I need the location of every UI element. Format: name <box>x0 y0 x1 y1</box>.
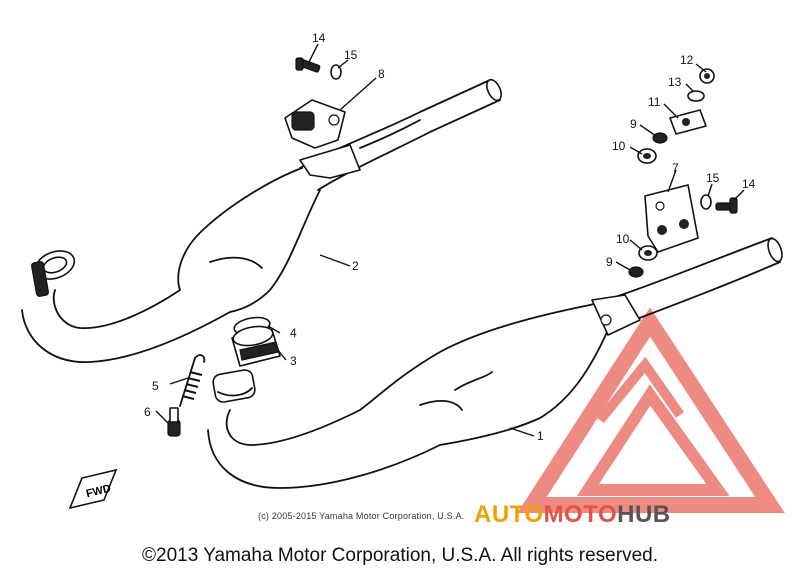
fwd-label: FWD <box>85 483 112 501</box>
collar-part-9-upper <box>652 132 668 144</box>
watermark-moto: MOTO <box>543 501 618 528</box>
watermark-logo <box>517 307 785 513</box>
grommet-part-10-upper <box>637 148 657 164</box>
callout-11: 11 <box>648 95 661 109</box>
fwd-arrow: FWD <box>68 468 118 510</box>
washer-15-right <box>700 194 712 210</box>
nut-part-12 <box>699 68 715 84</box>
watermark-hub: HUB <box>617 501 671 528</box>
callout-2: 2 <box>352 259 359 273</box>
callout-15-upper: 15 <box>344 48 358 62</box>
callout-10-upper: 10 <box>612 139 626 153</box>
callout-1: 1 <box>537 429 544 443</box>
callout-numbers: 14 15 8 2 4 3 5 6 1 12 13 11 9 10 7 15 1… <box>144 31 756 443</box>
callout-8: 8 <box>378 67 385 81</box>
damper-part-11 <box>669 109 707 135</box>
stay-part-7 <box>644 184 699 253</box>
bolt-14-upper <box>295 57 321 73</box>
callout-7: 7 <box>672 161 679 175</box>
watermark-text: AUTOMOTOHUB <box>474 501 671 529</box>
callout-4: 4 <box>290 326 297 340</box>
bolt-14-right <box>715 197 738 214</box>
joint-part-3 <box>231 325 281 367</box>
screw-part-6 <box>167 407 181 437</box>
callout-9-lower: 9 <box>606 255 613 269</box>
grommet-part-10-lower <box>638 245 658 261</box>
callout-12: 12 <box>680 53 694 67</box>
callout-10-lower: 10 <box>616 232 630 246</box>
leader-lines <box>155 43 745 437</box>
upper-muffler-part-2 <box>21 78 502 363</box>
footer-copyright: ©2013 Yamaha Motor Corporation, U.S.A. A… <box>142 545 658 566</box>
callout-3: 3 <box>290 354 297 368</box>
diagram-inner-copyright: (c) 2005-2015 Yamaha Motor Corporation, … <box>258 511 465 521</box>
watermark-auto: AUTO <box>474 501 544 528</box>
callout-15-right: 15 <box>706 171 720 185</box>
bracket-part-8 <box>284 99 346 149</box>
callout-14-right: 14 <box>742 177 756 191</box>
collar-part-9-lower <box>628 266 644 278</box>
callout-5: 5 <box>152 379 159 393</box>
washer-15-upper <box>330 64 342 80</box>
washer-part-13 <box>687 90 705 102</box>
callout-6: 6 <box>144 405 151 419</box>
callout-14-upper: 14 <box>312 31 326 45</box>
callout-13: 13 <box>668 75 682 89</box>
lower-muffler-part-1 <box>207 237 783 489</box>
spring-part-5 <box>179 354 206 407</box>
callout-9-upper: 9 <box>630 117 637 131</box>
